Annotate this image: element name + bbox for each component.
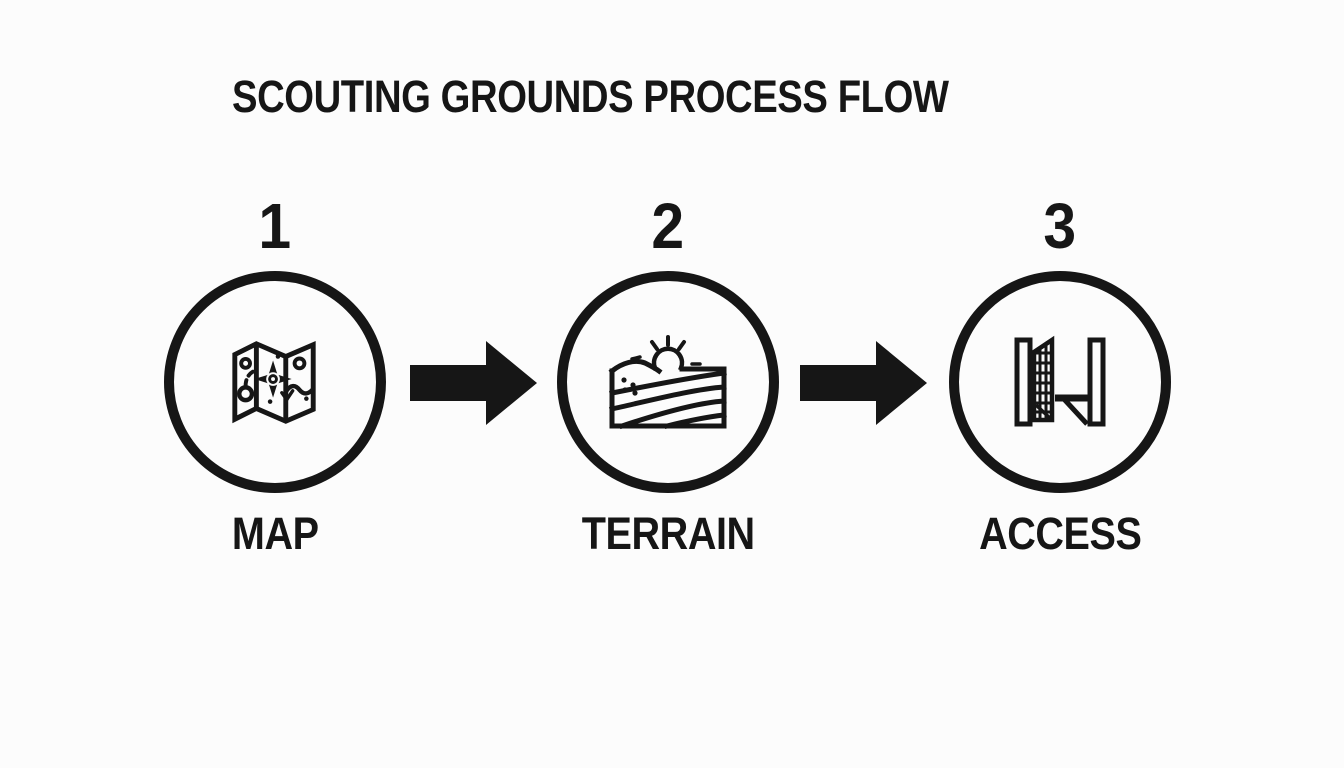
- step-number: 1: [258, 190, 292, 262]
- map-icon: [215, 333, 335, 431]
- step-access: 3: [900, 194, 1220, 556]
- gate-icon: [1004, 334, 1116, 430]
- step-circle: [557, 271, 779, 493]
- step-circle: [949, 271, 1171, 493]
- terrain-icon: [607, 333, 729, 431]
- step-label: TERRAIN: [581, 508, 755, 559]
- page-title: SCOUTING GROUNDS PROCESS FLOW: [232, 71, 949, 122]
- arrow-right-icon: [800, 341, 927, 425]
- step-number: 2: [651, 190, 685, 262]
- step-label: MAP: [231, 508, 319, 559]
- step-map: 1: [115, 194, 435, 556]
- step-terrain: 2: [508, 194, 828, 556]
- step-label: ACCESS: [978, 508, 1142, 559]
- arrow-right-icon: [410, 341, 537, 425]
- step-number: 3: [1043, 190, 1077, 262]
- step-circle: [164, 271, 386, 493]
